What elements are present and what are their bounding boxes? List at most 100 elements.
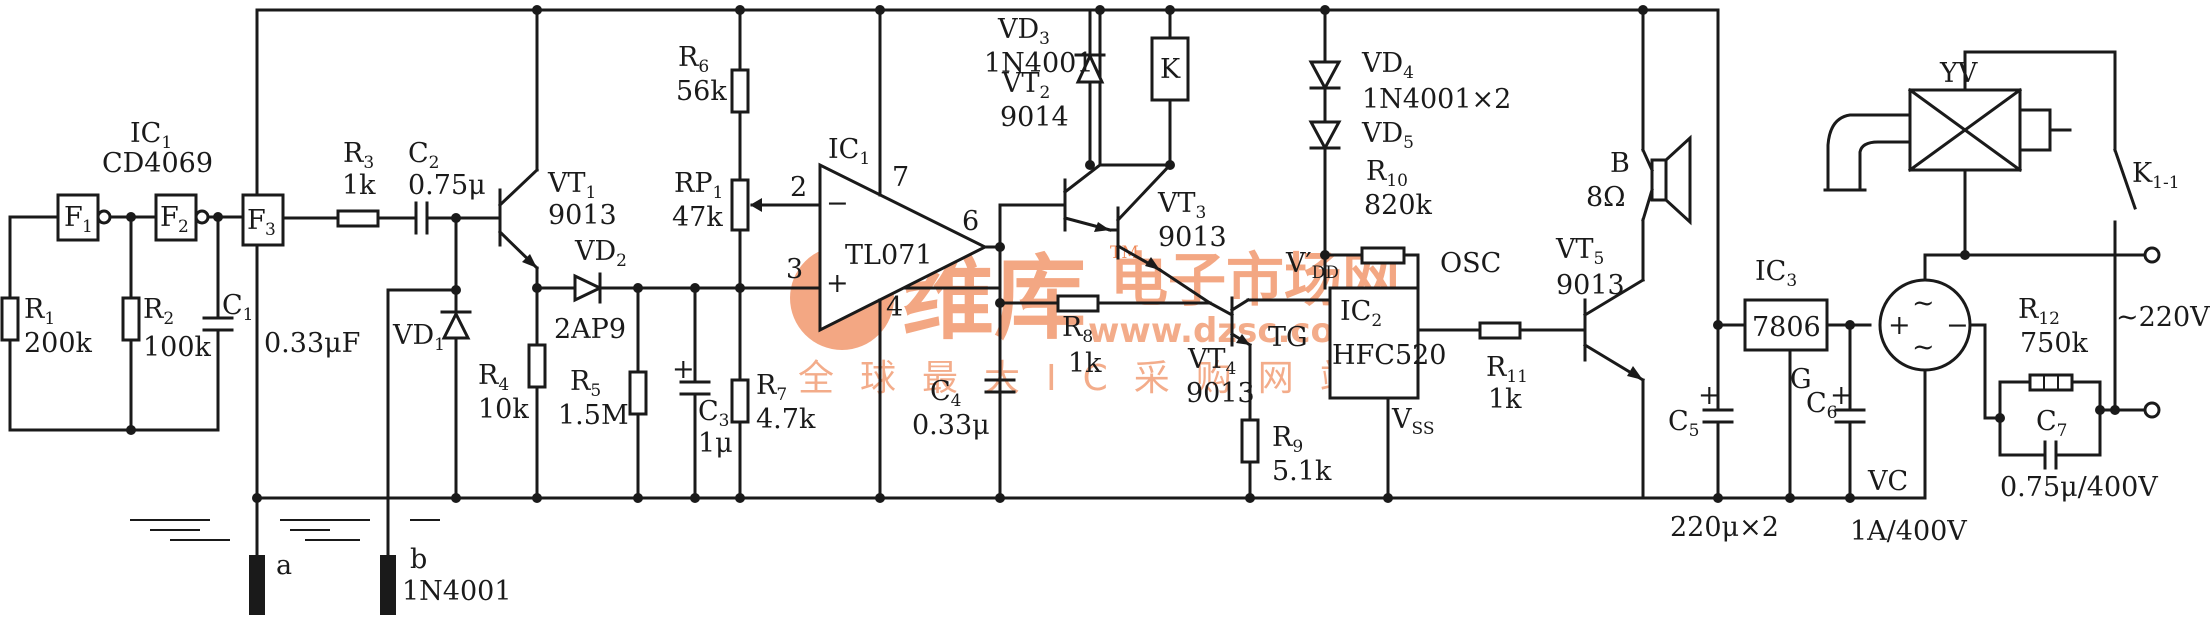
vss-label: VSS	[1391, 404, 1435, 439]
svg-text:+: +	[672, 354, 695, 385]
svg-text:2: 2	[178, 217, 189, 237]
svg-text:C1: C1	[222, 290, 254, 325]
svg-text:R2: R2	[143, 294, 174, 329]
junctions	[451, 5, 1855, 503]
svg-text:1: 1	[82, 217, 93, 237]
ic1-label-left: IC1	[130, 118, 172, 153]
cd4069-label: CD4069	[102, 148, 213, 179]
divider	[730, 8, 822, 500]
power-supply: + 7806 +	[1641, 8, 1927, 500]
relay-coil: K	[1074, 8, 1190, 170]
inverter-f1: F 1	[56, 193, 112, 242]
svg-text:−: −	[1946, 310, 1969, 341]
r5-label: R5	[570, 366, 601, 401]
vt5-label: VT5	[1555, 234, 1604, 269]
r10-value: 820k	[1364, 190, 1433, 221]
vd4-value: 1N4001×2	[1362, 84, 1511, 115]
transistor-vt4	[1207, 296, 1332, 500]
vd2-label: VD2	[574, 236, 627, 271]
svg-text:6: 6	[962, 206, 979, 237]
c3-label: C3	[698, 396, 730, 431]
svg-text:−: −	[826, 188, 849, 219]
svg-text:R1: R1	[24, 294, 55, 329]
r6-value: 56k	[676, 76, 727, 107]
resistor-r1: R1 200k	[0, 294, 93, 359]
r3-value: 1k	[342, 170, 376, 201]
detector-stage: +	[535, 272, 1002, 500]
svg-text:F: F	[247, 205, 266, 236]
k11-label: K1-1	[2132, 158, 2180, 193]
speaker-icon	[1641, 134, 1692, 226]
solenoid-valve-yv	[1823, 50, 2161, 412]
svg-text:~: ~	[1912, 288, 1935, 319]
svg-text:100k: 100k	[143, 332, 212, 363]
watermark-slogan: 全球最大IC采购网站	[798, 358, 1382, 399]
r12-value: 750k	[2020, 328, 2089, 359]
bridge-rectifier: ~ ~ + −	[1878, 250, 2147, 420]
svg-text:+: +	[1888, 310, 1911, 341]
ic2-label: IC2	[1340, 296, 1382, 331]
opamp-tl071: − + TL071 2 3 4 6 7	[786, 8, 1002, 500]
rails	[255, 8, 1720, 500]
c7-value: 0.75μ/400V	[2000, 472, 2158, 503]
vt2-label: VT2	[1001, 68, 1050, 103]
c5-label: C5	[1668, 406, 1700, 441]
c56-value: 220μ×2	[1670, 512, 1779, 543]
c7-label: C7	[2036, 406, 2068, 441]
g-label: G	[1790, 364, 1812, 395]
svg-text:7: 7	[892, 162, 909, 193]
r8-value: 1k	[1068, 348, 1102, 379]
inverter-wires	[8, 8, 259, 500]
inverter-f3: F 3	[241, 193, 285, 247]
vt5-value: 9013	[1556, 270, 1625, 301]
vt1-value: 9013	[548, 200, 617, 231]
vd3-value: 1N4001	[984, 48, 1094, 79]
c4-label: C4	[930, 376, 962, 411]
svg-text:4: 4	[886, 292, 903, 323]
capacitor-c1: C1	[202, 290, 254, 332]
input-path	[281, 201, 502, 235]
speaker-label: B	[1610, 148, 1630, 179]
transistor-vt5	[1582, 5, 1648, 500]
svg-text:200k: 200k	[24, 328, 93, 359]
svg-text:2: 2	[790, 172, 807, 203]
c2-value: 0.75μ	[408, 170, 486, 201]
ic3-label: IC3	[1755, 256, 1797, 291]
svg-text:+: +	[1830, 380, 1853, 411]
r9-value: 5.1k	[1272, 456, 1332, 487]
vd3-label: VD3	[997, 14, 1050, 49]
r12-c7-network	[1995, 373, 2161, 470]
watermark-url: www.dzsc.com	[1088, 311, 1369, 351]
resistor-r2: R2 100k	[121, 294, 212, 363]
r7-value: 4.7k	[756, 404, 816, 435]
yv-label: YV	[1939, 58, 1978, 89]
watermark: 维库 电子市场网 TM www.dzsc.com 全球最大IC采购网站	[790, 243, 1400, 399]
rp1-label: RP1	[674, 168, 723, 203]
svg-text:+: +	[826, 268, 849, 299]
vd4-label: VD4	[1361, 48, 1414, 83]
r9-label: R9	[1272, 422, 1303, 457]
vt3-label: VT3	[1157, 188, 1206, 223]
water-probes	[130, 288, 440, 615]
svg-text:F: F	[160, 202, 179, 233]
c6-label: C6	[1806, 388, 1838, 423]
rp1-value: 47k	[672, 202, 723, 233]
svg-text:3: 3	[786, 254, 803, 285]
r6-label: R6	[678, 42, 709, 77]
svg-text:~: ~	[1912, 332, 1935, 363]
vt3-value: 9013	[1158, 222, 1227, 253]
probe-diode-label: 1N4001	[402, 576, 512, 607]
ic1-label-opamp: IC1	[828, 134, 870, 169]
ic2-hfc520	[1308, 8, 1587, 500]
vt1-label: VT1	[547, 168, 596, 203]
svg-text:7806: 7806	[1752, 312, 1821, 343]
r4-label: R4	[478, 360, 509, 395]
r11-label: R11	[1486, 352, 1528, 387]
watermark-tm: TM	[1110, 243, 1139, 263]
svg-text:TL071: TL071	[845, 240, 932, 271]
vd2-value: 2AP9	[554, 314, 626, 345]
hfc520-label: HFC520	[1332, 340, 1446, 371]
r11-value: 1k	[1488, 384, 1522, 415]
vd1-r4-branch	[386, 216, 547, 500]
